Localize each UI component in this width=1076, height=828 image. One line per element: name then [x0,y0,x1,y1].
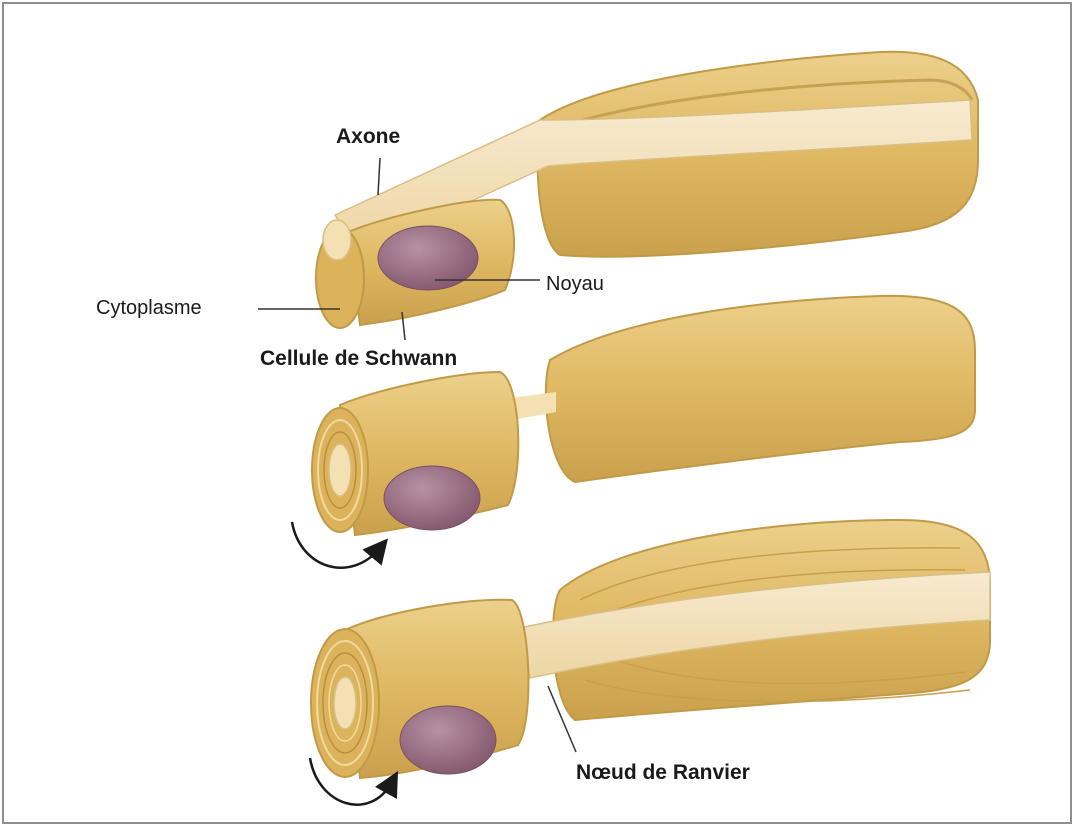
label-cellule-de-schwann: Cellule de Schwann [260,347,457,370]
label-noeud-de-ranvier: Nœud de Ranvier [576,761,750,784]
label-cytoplasme: Cytoplasme [96,297,202,319]
axone-leader [378,158,380,195]
stage-3-nucleus [400,706,496,774]
stage-1 [316,52,978,328]
label-axone: Axone [336,125,400,148]
stage-2-nucleus [384,466,480,530]
label-noyau: Noyau [546,273,604,295]
stage-2-sheath [546,296,975,482]
